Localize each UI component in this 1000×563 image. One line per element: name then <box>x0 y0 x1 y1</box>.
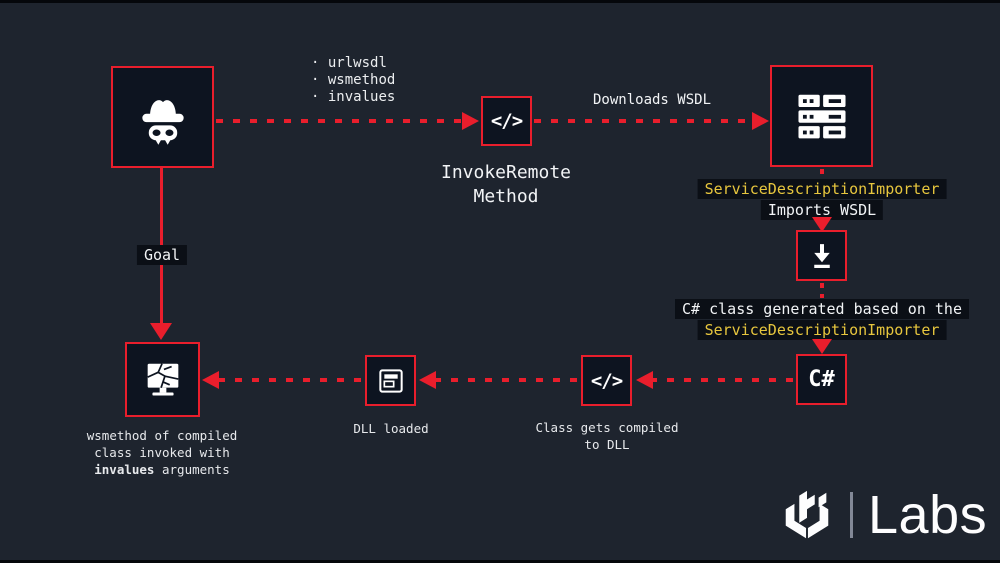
edge-label-goal: Goal <box>136 245 188 265</box>
broken-screen-icon <box>146 362 179 396</box>
edge-dll-goal <box>218 378 363 382</box>
csharp-node: C# <box>796 354 847 405</box>
param-item-urlwsdl: · urlwsdl <box>311 55 387 71</box>
dll-node <box>365 355 416 406</box>
logo-mark-icon <box>785 490 829 539</box>
edge-invoke-server <box>534 119 752 123</box>
code-icon: </> <box>590 369 623 392</box>
invoke-remote-node: </> <box>481 96 532 146</box>
compile-caption: Class gets compiled to DLL <box>535 420 679 452</box>
attacker-node <box>111 66 214 168</box>
edge-compile-dll <box>434 378 579 382</box>
attacker-params-list: · urlwsdl · wsmethod · invalues <box>311 55 395 106</box>
logo-divider <box>850 492 853 538</box>
download-icon <box>813 243 830 268</box>
arrowhead-into-dll <box>419 371 436 389</box>
param-item-wsmethod: · wsmethod <box>311 72 396 88</box>
logo-wordmark: Labs <box>868 485 988 545</box>
edge-label-downloads-wsdl: Downloads WSDL <box>592 92 712 108</box>
arrowhead-into-server <box>752 112 769 130</box>
goal-caption: wsmethod of compiled class invoked with … <box>86 428 238 477</box>
csharp-label: C# <box>808 367 835 392</box>
dll-file-icon <box>378 368 403 393</box>
invoke-remote-label: InvokeRemote Method <box>440 162 572 207</box>
edge-csharp-compile <box>650 378 794 382</box>
annotation-imports-wsdl: Imports WSDL <box>760 200 884 220</box>
arrowhead-into-invoke <box>462 112 479 130</box>
dll-caption: DLL loaded <box>353 421 429 436</box>
goal-caption-line3: invalues arguments <box>94 462 230 477</box>
edge-download-csharp <box>820 283 824 298</box>
server-node <box>770 65 873 167</box>
labs-logo: Labs <box>778 484 987 546</box>
edge-attacker-invoke <box>216 119 462 123</box>
arrowhead-into-download <box>812 217 832 232</box>
goal-node <box>125 342 200 417</box>
server-icon <box>797 94 846 139</box>
download-node <box>796 230 847 281</box>
arrowhead-into-csharp <box>812 339 832 354</box>
spy-icon <box>141 100 184 145</box>
annotation-csharp-generated: C# class generated based on the <box>675 299 969 319</box>
code-icon: </> <box>490 110 523 132</box>
compile-node: </> <box>581 355 632 406</box>
arrowhead-into-goal-right <box>202 371 219 389</box>
annotation-sdi-importer: ServiceDescriptionImporter <box>697 179 947 199</box>
arrowhead-into-goal-top <box>150 323 172 340</box>
annotation-sdi-importer-2: ServiceDescriptionImporter <box>697 320 947 340</box>
edge-server-importer <box>820 169 824 180</box>
param-item-invalues: · invalues <box>311 89 396 105</box>
arrowhead-into-compile <box>636 371 653 389</box>
